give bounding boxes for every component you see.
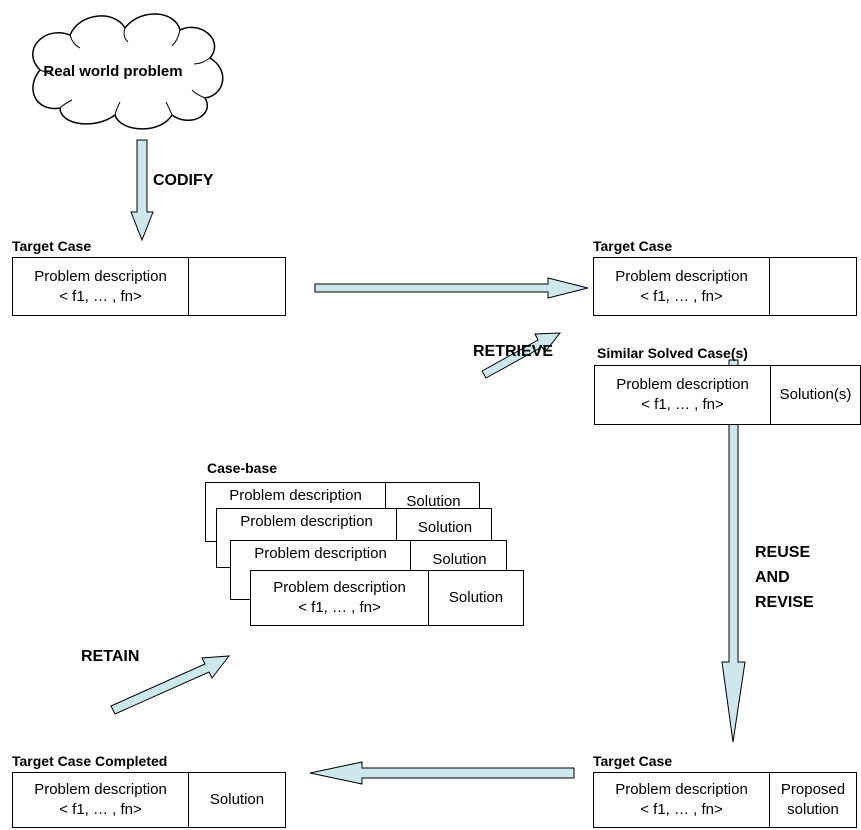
similar-case: Problem description < f1, … , fn> Soluti… [594, 365, 861, 425]
reuse-label: REUSE [755, 544, 811, 561]
target-case-right: Problem description < f1, … , fn> [593, 257, 857, 316]
retain-arrow [110, 655, 231, 715]
codify-label: CODIFY [153, 172, 214, 189]
case-base-front-solution: Solution [448, 589, 504, 606]
target-case-proposed-title: Target Case [593, 753, 673, 769]
target-case-right-title: Target Case [593, 238, 673, 254]
proposed-to-completed-arrow [309, 761, 575, 785]
case-base-front-desc: Problem description < f1, … , fn> [251, 571, 429, 625]
target-case-right-solution [770, 258, 856, 315]
target-case-left-solution [189, 258, 285, 315]
target-case-proposed-solution: Proposed solution [780, 781, 846, 818]
retrieve-arrow [481, 332, 562, 379]
target-case-completed-desc: Problem description < f1, … , fn> [13, 773, 189, 827]
retain-label: RETAIN [81, 648, 140, 665]
target-case-right-desc: Problem description < f1, … , fn> [594, 258, 770, 315]
target-case-completed-solution: Solution [209, 791, 265, 808]
similar-case-desc: Problem description < f1, … , fn> [595, 366, 771, 424]
target-case-left: Problem description < f1, … , fn> [12, 257, 286, 316]
target-case-left-desc: Problem description < f1, … , fn> [13, 258, 189, 315]
case-base-card-front: Problem description < f1, … , fn> Soluti… [250, 570, 524, 626]
and-label: AND [755, 569, 790, 586]
codify-arrow [130, 139, 154, 242]
target-to-target-arrow [314, 277, 589, 299]
cloud-label: Real world problem [43, 63, 183, 80]
similar-case-solution: Solution(s) [779, 386, 852, 403]
target-case-proposed: Problem description < f1, … , fn> Propos… [593, 772, 857, 828]
case-base-title: Case-base [207, 460, 278, 476]
target-case-completed: Problem description < f1, … , fn> Soluti… [12, 772, 286, 828]
retrieve-label: RETRIEVE [473, 343, 554, 360]
target-case-proposed-desc: Problem description < f1, … , fn> [594, 773, 770, 827]
target-case-left-title: Target Case [12, 238, 92, 254]
similar-case-title: Similar Solved Case(s) [597, 345, 748, 361]
revise-label: REVISE [755, 594, 814, 611]
target-case-completed-title: Target Case Completed [12, 753, 168, 769]
